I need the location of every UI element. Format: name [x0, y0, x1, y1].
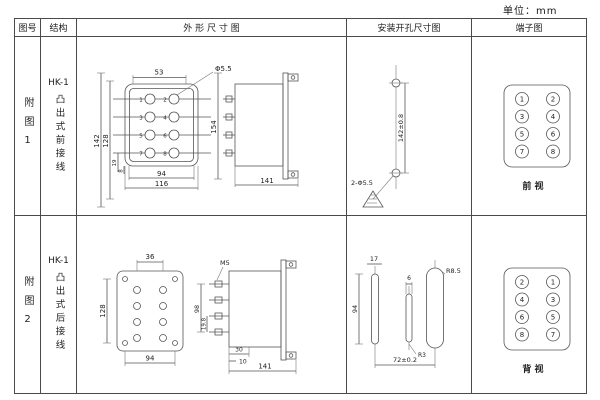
- terminal-number: 6: [551, 131, 556, 139]
- terminal-number: 2: [520, 279, 524, 287]
- row1-install-drawing: 142±0.8 2-Φ5.5: [351, 65, 409, 208]
- dim-label-19-8: 19.8: [202, 317, 208, 330]
- view-label-front: 前 视: [522, 180, 543, 192]
- terminal-number: 1: [551, 279, 555, 287]
- dim-label-17: 17: [370, 255, 378, 263]
- terminal-block-rear: 2 1 4 3 6 5 8 7 背 视: [503, 267, 571, 375]
- rear-view: [116, 270, 184, 352]
- face-number-2: 2: [163, 98, 167, 104]
- row2-fig-no-text: 附图2: [22, 275, 33, 334]
- row2-install-drawing: 17 6 R8.5 94 R3 72±0.2: [351, 255, 461, 368]
- dim-label-72-tol: 72±0.2: [393, 356, 417, 364]
- spec-table: 图号 结构 外 形 尺 寸 图 安装开孔尺寸图 端子图 附图1 HK-1 凸出式…: [14, 18, 587, 394]
- terminal-number: 5: [520, 131, 524, 139]
- dim-label-6: 6: [407, 275, 411, 282]
- dim-label-2-phi5-5: 2-Φ5.5: [351, 179, 373, 187]
- slot-dimensions: 17 6 R8.5 94 R3 72±0.2: [351, 255, 461, 368]
- terminal-block-front: 1 2 3 4 5 6 7 8 前 视: [503, 84, 571, 192]
- row1-install-cell: 142±0.8 2-Φ5.5: [347, 37, 472, 216]
- row2-structure-text: 凸出式后接线: [53, 272, 65, 353]
- header-structure: 结构: [41, 19, 77, 37]
- rear-view-dimensions: 36 128 94: [99, 253, 176, 366]
- dim-label-phi5-5: Φ5.5: [215, 65, 232, 73]
- terminal-number: 3: [520, 113, 524, 121]
- row2-terminal-diagram: 2 1 4 3 6 5 8 7 背 视: [503, 267, 571, 375]
- terminal-number: 4: [520, 296, 525, 304]
- row1-outline-drawing: 1 2 3 4 5 6 7 8 53 Φ5.5 142: [93, 65, 299, 208]
- dim-label-94: 94: [146, 355, 155, 363]
- terminal-number: 7: [520, 148, 524, 156]
- dim-label-141: 141: [258, 363, 271, 371]
- face-number-6: 6: [163, 134, 167, 140]
- face-number-8: 8: [163, 152, 167, 158]
- row2-terminal-cell: 2 1 4 3 6 5 8 7 背 视: [472, 216, 587, 394]
- face-number-3: 3: [139, 116, 143, 122]
- terminal-number: 1: [520, 96, 524, 104]
- row1-structure-text: 凸出式前接线: [53, 93, 65, 175]
- dim-label-r8-5: R8.5: [446, 267, 461, 275]
- front-view: 1 2 3 4 5 6 7 8: [113, 83, 211, 167]
- dim-label-94: 94: [157, 170, 166, 178]
- mounting-holes: 142±0.8 2-Φ5.5: [351, 65, 409, 208]
- dim-label-8: 8: [119, 169, 125, 173]
- view-label-rear: 背 视: [522, 363, 543, 375]
- header-terminal: 端子图: [472, 19, 587, 37]
- row2-model: HK-1: [48, 256, 69, 266]
- terminal-number: 8: [551, 148, 555, 156]
- front-view-dimensions: 53 Φ5.5 142 128 19 8 94: [93, 65, 232, 208]
- terminal-number: 3: [551, 296, 555, 304]
- header-fig-no: 图号: [15, 19, 41, 37]
- row2-outline-cell: 36 128 94: [77, 216, 347, 394]
- dim-label-142: 142: [93, 134, 101, 147]
- dim-label-116: 116: [155, 180, 169, 188]
- terminal-number: 7: [551, 331, 555, 339]
- header-outline: 外 形 尺 寸 图: [77, 19, 347, 37]
- terminal-number: 8: [520, 331, 524, 339]
- row1-fig-no: 附图1: [15, 37, 41, 216]
- header-install: 安装开孔尺寸图: [347, 19, 472, 37]
- terminal-number: 2: [551, 96, 555, 104]
- mounting-slots: [371, 260, 444, 356]
- face-number-1: 1: [139, 98, 143, 104]
- dim-label-36: 36: [146, 253, 155, 261]
- terminal-number: 4: [551, 113, 556, 121]
- row2-fig-no: 附图2: [15, 216, 41, 394]
- dim-label-142-tol: 142±0.8: [397, 114, 405, 142]
- row1-model: HK-1: [48, 77, 69, 88]
- row1-terminal-cell: 1 2 3 4 5 6 7 8 前 视: [472, 37, 587, 216]
- dim-label-141: 141: [260, 177, 273, 185]
- row1-outline-cell: 1 2 3 4 5 6 7 8 53 Φ5.5 142: [77, 37, 347, 216]
- unit-label: 单位：mm: [503, 6, 558, 17]
- face-number-4: 4: [163, 116, 167, 122]
- dim-label-30: 30: [235, 347, 243, 354]
- row2-structure: HK-1 凸出式后接线: [41, 216, 77, 394]
- rear-side-view: [209, 259, 297, 361]
- dim-label-m5: M5: [220, 259, 230, 267]
- row2-outline-drawing: 36 128 94: [99, 253, 297, 374]
- row1-fig-no-text: 附图1: [22, 97, 33, 155]
- dim-label-19: 19: [112, 159, 118, 166]
- dim-label-53: 53: [155, 69, 164, 77]
- side-view: [223, 72, 299, 180]
- side-view-dimensions: 154 141: [210, 72, 299, 187]
- rear-side-view-dimensions: M5 98 19.8 30 10 141: [193, 259, 297, 374]
- row1-structure: HK-1 凸出式前接线: [41, 37, 77, 216]
- dim-label-98: 98: [193, 305, 201, 313]
- dim-label-154: 154: [210, 120, 218, 134]
- row1-terminal-diagram: 1 2 3 4 5 6 7 8 前 视: [503, 84, 571, 192]
- dim-label-r3: R3: [418, 352, 426, 359]
- row2-install-cell: 17 6 R8.5 94 R3 72±0.2: [347, 216, 472, 394]
- terminal-number: 6: [520, 314, 525, 322]
- face-number-5: 5: [139, 134, 143, 140]
- dim-label-128: 128: [102, 134, 110, 147]
- terminal-number: 5: [551, 314, 555, 322]
- dim-label-94: 94: [351, 305, 359, 313]
- face-number-7: 7: [139, 152, 143, 158]
- dim-label-10: 10: [239, 359, 247, 366]
- dim-label-128: 128: [99, 304, 107, 317]
